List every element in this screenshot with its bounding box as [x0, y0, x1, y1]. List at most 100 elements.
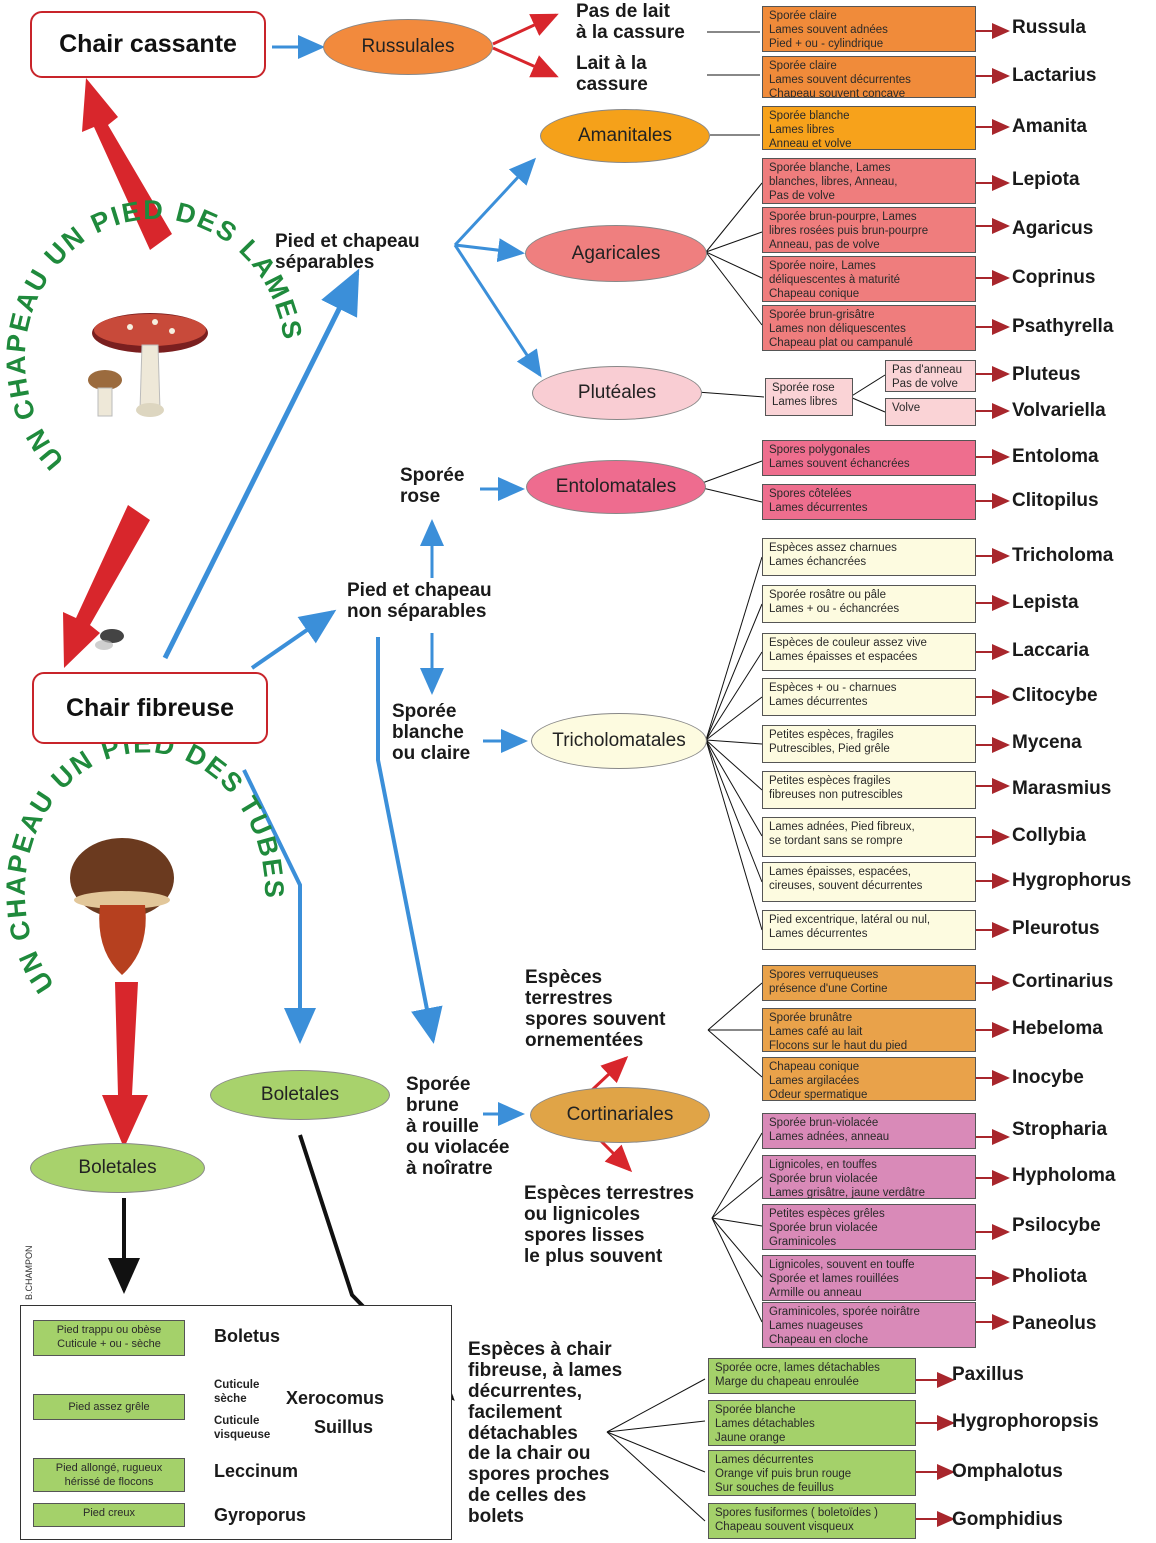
genus-name-inocybe: Inocybe [1012, 1067, 1084, 1088]
genus-name-laccaria: Laccaria [1012, 640, 1090, 661]
fly-illustration [95, 629, 124, 650]
genus-name-hebeloma: Hebeloma [1012, 1018, 1103, 1039]
order-tricholomatales: Tricholomatales [531, 713, 707, 769]
genus-name-hygrophorus: Hygrophorus [1012, 870, 1132, 891]
genus-name-gomphidius: Gomphidius [952, 1509, 1063, 1530]
order-boletales-a: Boletales [210, 1070, 390, 1120]
chair-fibreuse-box: Chair fibreuse [32, 672, 268, 744]
order-agaricales: Agaricales [525, 225, 707, 282]
bolete-name-gyroporus: Gyroporus [214, 1505, 307, 1525]
order-pluteales: Plutéales [532, 366, 702, 420]
bolete-name-suillus: Suillus [314, 1417, 374, 1437]
genus-box-pleurotus: Pied excentrique, latéral ou nul,Lames d… [762, 910, 976, 950]
bolete-name-leccinum: Leccinum [214, 1461, 299, 1481]
genus-name-russula: Russula [1012, 17, 1086, 38]
amanita-illustration [88, 313, 208, 417]
genus-name-clitopilus: Clitopilus [1012, 490, 1099, 511]
genus-name-omphalotus: Omphalotus [952, 1461, 1063, 1482]
genus-box-collybia: Lames adnées, Pied fibreux,se tordant sa… [762, 817, 976, 857]
genus-box-gomphidius: Spores fusiformes ( boletoïdes )Chapeau … [708, 1503, 916, 1539]
chair-cassante-box: Chair cassante [30, 11, 266, 78]
genus-name-cortinarius: Cortinarius [1012, 971, 1114, 992]
genus-name-pluteus: Pluteus [1012, 364, 1081, 385]
genus-name-entoloma: Entoloma [1012, 446, 1099, 467]
order-boletales-b: Boletales [30, 1143, 205, 1193]
genus-name-stropharia: Stropharia [1012, 1119, 1108, 1140]
genus-box-hygrophorus: Lames épaisses, espacées,cireuses, souve… [762, 862, 976, 902]
genus-name-pleurotus: Pleurotus [1012, 918, 1100, 939]
genus-name-lepista: Lepista [1012, 592, 1079, 613]
genus-name-hygrophoropsis: Hygrophoropsis [952, 1411, 1099, 1432]
order-russulales: Russulales [323, 19, 493, 75]
genus-name-paneolus: Paneolus [1012, 1313, 1097, 1334]
genus-name-agaricus: Agaricus [1012, 218, 1094, 239]
genus-name-mycena: Mycena [1012, 732, 1082, 753]
arrow-down-fibreuse [63, 505, 150, 668]
genus-name-paxillus: Paxillus [952, 1364, 1024, 1385]
bolete-box-gyroporus: Pied creux [33, 1503, 185, 1527]
bolete-illustration [70, 838, 174, 975]
order-amanitales: Amanitales [540, 109, 710, 163]
genus-name-psilocybe: Psilocybe [1012, 1215, 1101, 1236]
genus-name-coprinus: Coprinus [1012, 267, 1096, 288]
bolete-box-grele: Pied assez grêle [33, 1394, 185, 1420]
order-cortinariales: Cortinariales [530, 1087, 710, 1143]
genus-name-hypholoma: Hypholoma [1012, 1165, 1116, 1186]
genus-name-clitocybe: Clitocybe [1012, 685, 1098, 706]
arrow-down-boletales [102, 982, 148, 1148]
genus-name-collybia: Collybia [1012, 825, 1086, 846]
genus-name-volvariella: Volvariella [1012, 400, 1106, 421]
genus-box-volvariella: Volve [885, 398, 976, 426]
genus-name-psathyrella: Psathyrella [1012, 316, 1114, 337]
genus-name-lepiota: Lepiota [1012, 169, 1080, 190]
genus-name-marasmius: Marasmius [1012, 778, 1112, 799]
genus-name-pholiota: Pholiota [1012, 1266, 1087, 1287]
bolete-name-boletus: Boletus [214, 1326, 281, 1346]
genus-name-lactarius: Lactarius [1012, 65, 1097, 86]
signature: B.CHAMPON [24, 1245, 34, 1300]
arrow-up-cassante [82, 78, 172, 250]
genus-name-amanita: Amanita [1012, 116, 1087, 137]
bolete-name-xerocomus: Xerocomus [286, 1388, 385, 1408]
order-entolomatales: Entolomatales [526, 460, 706, 514]
